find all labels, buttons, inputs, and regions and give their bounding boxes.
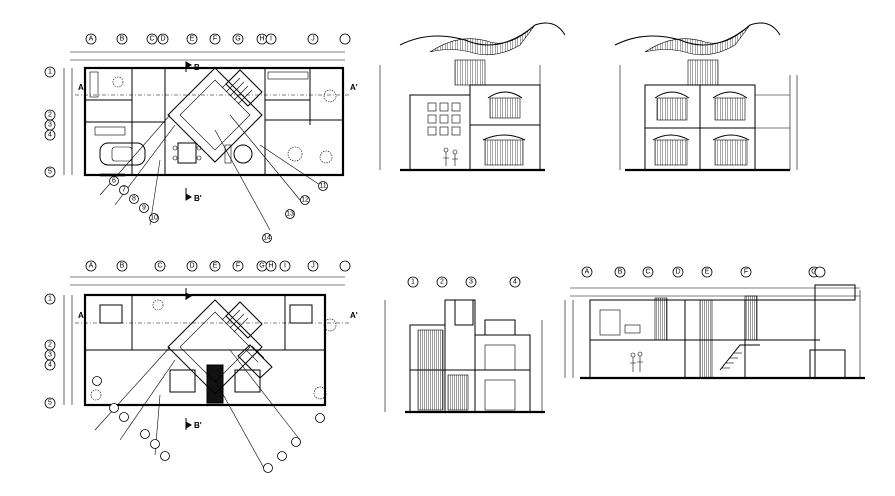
section-mark-a-lower: A A' xyxy=(75,311,358,324)
floor-plan-upper: A B C D E F G H I J 1 2 3 4 5 xyxy=(44,260,358,473)
front-elevation xyxy=(379,22,566,172)
svg-text:C: C xyxy=(149,36,154,43)
svg-text:1: 1 xyxy=(48,296,52,303)
svg-text:5: 5 xyxy=(48,400,52,407)
grid-bubble-G: G xyxy=(232,33,244,45)
svg-text:H: H xyxy=(259,36,264,43)
svg-text:4: 4 xyxy=(48,132,52,139)
grid-column-bubbles: A B C D E F G H I J xyxy=(85,33,351,45)
svg-text:A: A xyxy=(89,263,94,270)
svg-text:6: 6 xyxy=(112,178,116,185)
svg-text:3: 3 xyxy=(48,122,52,129)
svg-text:B: B xyxy=(194,63,200,72)
svg-text:A: A xyxy=(585,269,590,276)
svg-text:3: 3 xyxy=(48,352,52,359)
svg-text:H: H xyxy=(268,263,273,270)
svg-text:G: G xyxy=(235,36,240,43)
svg-text:G: G xyxy=(811,269,816,276)
svg-text:B': B' xyxy=(194,421,202,430)
svg-text:5: 5 xyxy=(48,169,52,176)
svg-text:I: I xyxy=(270,36,272,43)
svg-text:10: 10 xyxy=(150,215,158,222)
grid-bubble-C: C xyxy=(146,33,158,45)
staircase-bottom xyxy=(221,301,273,379)
grid-bubble-1: 1 xyxy=(44,66,56,78)
svg-text:7: 7 xyxy=(122,187,126,194)
section-mark-b: B B' xyxy=(185,61,202,203)
svg-text:D: D xyxy=(675,269,680,276)
grid-bubble-J: J xyxy=(307,33,319,45)
svg-text:F: F xyxy=(213,36,217,43)
grid-bubble-H: H xyxy=(256,33,268,45)
grid-row-bubbles-lower: 1 2 3 4 5 xyxy=(44,293,56,409)
svg-text:C: C xyxy=(645,269,650,276)
svg-text:4: 4 xyxy=(513,279,517,286)
svg-text:D: D xyxy=(189,263,194,270)
svg-text:1: 1 xyxy=(48,69,52,76)
svg-text:G: G xyxy=(259,263,264,270)
svg-text:C: C xyxy=(157,263,162,270)
svg-text:14: 14 xyxy=(263,235,271,242)
svg-text:A: A xyxy=(78,311,84,320)
svg-text:I: I xyxy=(284,263,286,270)
svg-text:A': A' xyxy=(350,311,358,320)
diagonal-grid-bubbles-lower xyxy=(92,376,325,473)
cross-section-a: A B C D E F G xyxy=(564,266,865,380)
grid-bubble-4: 4 xyxy=(44,129,56,141)
svg-text:2: 2 xyxy=(48,342,52,349)
section-bubbles-right: A B C D E F G xyxy=(581,266,826,278)
svg-text:2: 2 xyxy=(440,279,444,286)
svg-text:B: B xyxy=(120,36,125,43)
svg-text:11: 11 xyxy=(319,183,326,190)
svg-text:F: F xyxy=(236,263,240,270)
svg-text:9: 9 xyxy=(142,205,146,212)
cross-section-b: 1 2 3 4 xyxy=(384,276,545,414)
section-mark-a: A A' xyxy=(75,83,358,96)
svg-text:3: 3 xyxy=(469,279,473,286)
svg-text:E: E xyxy=(213,263,218,270)
grid-bubble-5: 5 xyxy=(44,166,56,178)
svg-text:B: B xyxy=(120,263,125,270)
svg-text:J: J xyxy=(311,263,315,270)
grid-bubble-F: F xyxy=(209,33,221,45)
svg-text:A: A xyxy=(89,36,94,43)
svg-text:1: 1 xyxy=(411,279,415,286)
svg-text:A': A' xyxy=(350,83,358,92)
svg-text:B: B xyxy=(618,269,623,276)
grid-bubble-A: A xyxy=(85,33,97,45)
grid-bubble-E: E xyxy=(186,33,198,45)
grid-row-bubbles: 1 2 3 4 5 xyxy=(44,66,56,178)
diagonal-grid-bubbles: 6 7 8 9 10 11 12 13 14 xyxy=(109,176,328,243)
grid-bubble-D: D xyxy=(157,33,169,45)
staircase-top xyxy=(221,69,263,107)
svg-text:4: 4 xyxy=(48,362,52,369)
grid-bubble-3: 3 xyxy=(44,119,56,131)
grid-bubble-I: I xyxy=(265,33,277,45)
svg-text:B': B' xyxy=(194,194,202,203)
svg-text:A: A xyxy=(78,83,84,92)
section-mark-b-lower: B' xyxy=(185,288,202,430)
svg-text:E: E xyxy=(705,269,710,276)
rear-elevation xyxy=(614,22,798,172)
svg-text:8: 8 xyxy=(132,196,136,203)
svg-text:D: D xyxy=(160,36,165,43)
grid-bubble-2: 2 xyxy=(44,109,56,121)
svg-text:E: E xyxy=(190,36,195,43)
svg-text:J: J xyxy=(311,36,315,43)
floor-plan-ground: A B C D E F G H I J 1 2 3 4 5 xyxy=(44,33,358,243)
svg-text:12: 12 xyxy=(301,197,309,204)
svg-text:13: 13 xyxy=(286,211,294,218)
svg-text:F: F xyxy=(744,269,748,276)
svg-text:2: 2 xyxy=(48,112,52,119)
grid-bubble-B: B xyxy=(116,33,128,45)
section-bubbles-left: 1 2 3 4 xyxy=(407,276,521,288)
grid-column-bubbles-lower: A B C D E F G H I J xyxy=(85,260,351,272)
